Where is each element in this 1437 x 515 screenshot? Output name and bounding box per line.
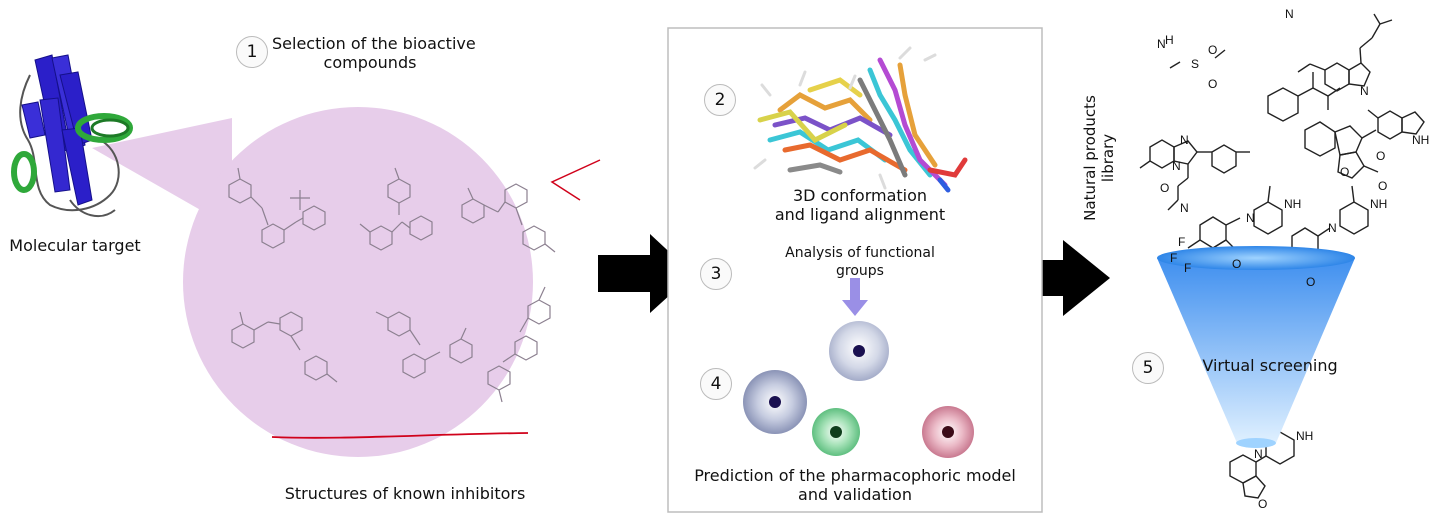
arrow-right-2 (1013, 240, 1110, 316)
step-5-badge: 5 (1132, 352, 1164, 384)
inhibitors-caption: Structures of known inhibitors (284, 484, 526, 503)
step-4-badge: 4 (700, 368, 732, 400)
inhibitor-2 (359, 167, 433, 251)
inhibitor-6 (487, 286, 551, 403)
down-arrow-head (842, 300, 868, 316)
ligand-alignment-icon (753, 46, 968, 193)
selection-title: Selection of the bioactive compounds (272, 34, 476, 72)
sphere-left (743, 370, 807, 434)
sphere-pink (922, 406, 974, 458)
atom-label: O (1378, 179, 1387, 193)
sphere-green (812, 408, 860, 456)
inhibitor-4 (231, 311, 338, 383)
library-line1: Natural products (1081, 95, 1099, 221)
atom-label: N (1246, 211, 1255, 225)
atom-label: F (1170, 251, 1177, 265)
atom-label: N (1157, 37, 1166, 51)
step-1-badge: 1 (236, 36, 268, 68)
library-label: Natural products library (1081, 83, 1117, 233)
atom-label: H (1165, 33, 1174, 47)
atom-label: N (1360, 84, 1369, 98)
atom-label: O (1208, 43, 1217, 57)
prediction-line2: and validation (798, 485, 912, 504)
atom-label: NH (1412, 133, 1429, 147)
atom-label: NH (1370, 197, 1387, 211)
atom-label: N (1328, 221, 1337, 235)
step-3-badge: 3 (700, 258, 732, 290)
step-2-badge: 2 (704, 84, 736, 116)
inhibitor-5 (375, 311, 473, 379)
atom-label: O (1258, 497, 1267, 511)
sphere-top (829, 321, 889, 381)
red-annotation-underline (271, 432, 529, 439)
screening-funnel (1157, 246, 1355, 448)
inhibitor-1 (228, 167, 326, 249)
atom-label: N (1180, 201, 1189, 215)
prediction-line1: Prediction of the pharmacophoric model (694, 466, 1016, 485)
red-annotation-chevron (550, 159, 601, 201)
atom-label: N (1180, 133, 1189, 147)
functional-line2: groups (836, 263, 884, 279)
atom-label: O (1376, 149, 1385, 163)
selection-title-line2: compounds (323, 53, 417, 72)
virtual-screening-label: Virtual screening (1202, 356, 1338, 375)
selection-title-line1: Selection of the bioactive (272, 34, 476, 53)
conformation-line1: 3D conformation (792, 186, 928, 205)
prediction-label: Prediction of the pharmacophoric model a… (672, 466, 1038, 504)
atom-labels: N S O O N H N N N O N NH O O O F F F N N… (1157, 7, 1429, 511)
atom-label: N (1172, 159, 1181, 173)
functional-line1: Analysis of functional (785, 245, 935, 261)
molecular-target-label: Molecular target (9, 236, 141, 255)
inhibitor-structures (228, 167, 556, 403)
atom-label: O (1232, 257, 1241, 271)
inhibitor-bubble (92, 107, 533, 457)
library-line2: library (1099, 133, 1117, 183)
atom-label: S (1191, 57, 1199, 71)
atom-label: O (1160, 181, 1169, 195)
atom-label: F (1184, 261, 1191, 275)
atom-label: N (1285, 7, 1294, 21)
atom-label: N (1254, 447, 1263, 461)
atom-label: F (1178, 235, 1185, 249)
conformation-label: 3D conformation and ligand alignment (770, 186, 950, 224)
protein-structure-icon (11, 54, 133, 218)
conformation-line2: and ligand alignment (774, 205, 946, 224)
natural-products-structures (1139, 13, 1425, 499)
atom-label: O (1340, 165, 1349, 179)
atom-label: NH (1284, 197, 1301, 211)
functional-groups-label: Analysis of functional groups (770, 244, 950, 280)
atom-label: NH (1296, 429, 1313, 443)
atom-label: O (1208, 77, 1217, 91)
inhibitor-3 (461, 183, 556, 253)
atom-label: O (1306, 275, 1315, 289)
